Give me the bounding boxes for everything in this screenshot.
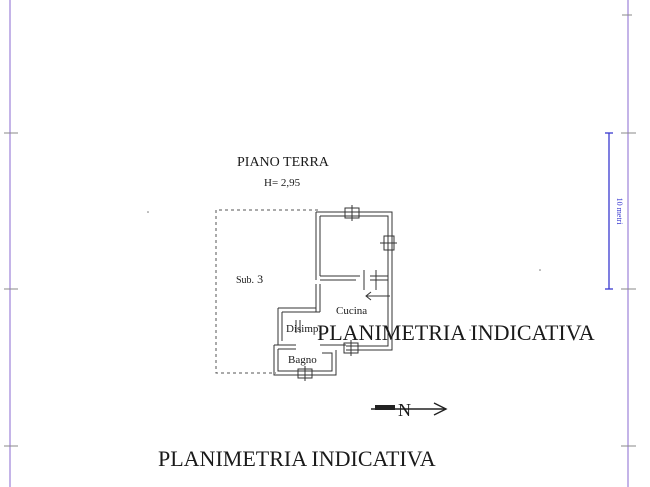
entrance-arrow: [365, 291, 390, 301]
watermark-overlay: PLANIMETRIA INDICATIVA: [317, 320, 595, 345]
room-kitchen-label: Cucina: [336, 305, 367, 317]
north-arrow: N: [371, 400, 448, 420]
floor-title: PIANO TERRA: [237, 155, 330, 170]
north-label: N: [398, 400, 411, 420]
frame-ticks: [4, 14, 636, 447]
walls: [273, 211, 393, 376]
stray-dots: [147, 211, 541, 331]
sub-area-outline: [215, 209, 318, 374]
height-label: H= 2,95: [264, 177, 301, 189]
room-hall-label: Disimp.: [286, 323, 321, 335]
watermark-footer: PLANIMETRIA INDICATIVA: [158, 446, 436, 471]
openings: [295, 205, 397, 381]
scale-bar: 10 metri: [605, 132, 624, 290]
sub-label: Sub.3: [236, 272, 263, 286]
scale-label: 10 metri: [615, 198, 624, 226]
room-bathroom-label: Bagno: [288, 354, 317, 366]
